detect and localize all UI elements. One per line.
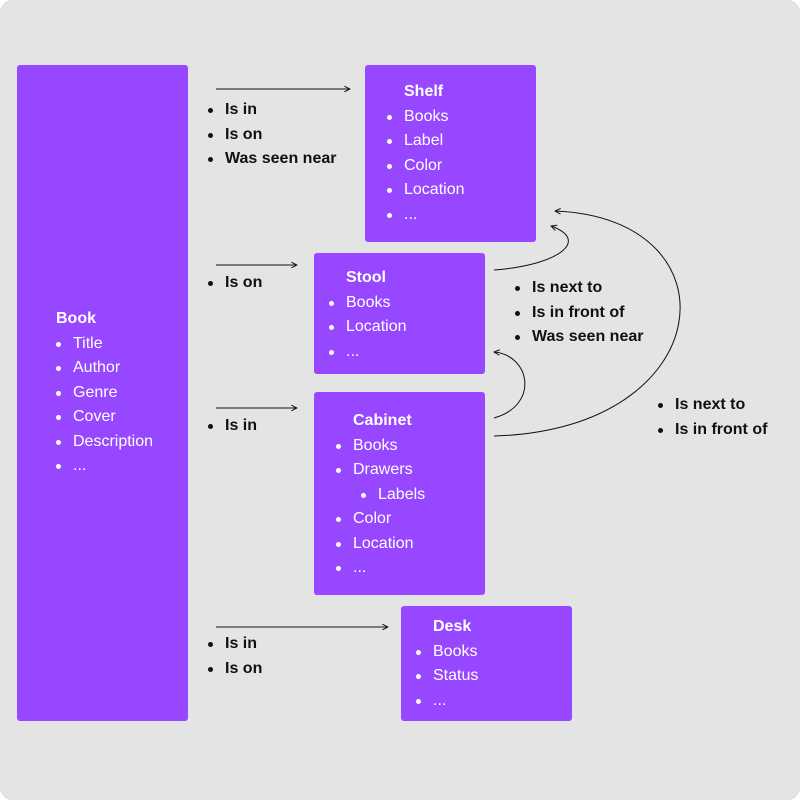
book-attribute: Author [56,356,153,381]
stool-neighbor-relations: Is next to Is in front of Was seen near [515,276,643,350]
cabinet-attribute: Color [336,507,425,532]
book-title: Book [56,310,96,327]
book-entity[interactable]: Book Title Author Genre Cover Descriptio… [17,65,188,721]
stool-title: Stool [346,269,386,286]
book-attribute-list: Title Author Genre Cover Description ... [56,332,153,479]
book-attribute: Cover [56,405,153,430]
relation-label: Is on [208,657,262,682]
shelf-title: Shelf [404,83,444,100]
book-attribute: Description [56,430,153,455]
relation-label: Is in [208,632,262,657]
shelf-entity[interactable]: Shelf Books Label Color Location ... [365,65,536,242]
shelf-attribute: Label [387,129,465,154]
book-desk-relations: Is in Is on [208,632,262,681]
cabinet-sub-attribute: Labels [361,483,425,508]
relation-label: Is on [208,123,336,148]
cabinet-attribute: Books [336,434,425,459]
shelf-attribute: Location [387,178,465,203]
book-attribute: Genre [56,381,153,406]
desk-title: Desk [433,618,472,635]
relation-label: Is next to [515,276,643,301]
cabinet-attribute: ... [336,556,425,581]
shelf-attribute-list: Books Label Color Location ... [387,105,465,228]
desk-entity[interactable]: Desk Books Status ... [401,606,572,721]
cabinet-title: Cabinet [353,412,412,429]
book-shelf-relations: Is in Is on Was seen near [208,98,336,172]
desk-attribute: Status [416,664,478,689]
shelf-attribute: ... [387,203,465,228]
stool-entity[interactable]: Stool Books Location ... [314,253,485,374]
relation-label: Is in [208,98,336,123]
cabinet-entity[interactable]: Cabinet Books Drawers Labels Color Locat… [314,392,485,595]
relation-label: Is in front of [515,301,643,326]
book-attribute: ... [56,454,153,479]
arrow-cabinet-to-stool [494,352,526,419]
relation-label: Is in front of [658,418,767,443]
cabinet-attribute-list: Books Drawers Labels Color Location ... [336,434,425,581]
relation-label: Was seen near [515,325,643,350]
relation-label: Was seen near [208,147,336,172]
cabinet-attribute: Location [336,532,425,557]
desk-attribute: ... [416,689,478,714]
relation-label: Is in [208,414,257,439]
relation-label: Is next to [658,393,767,418]
desk-attribute: Books [416,640,478,665]
stool-attribute: Books [329,291,407,316]
stool-attribute: Location [329,315,407,340]
desk-attribute-list: Books Status ... [416,640,478,714]
book-attribute: Title [56,332,153,357]
cabinet-attribute: Drawers [336,458,425,483]
relation-label: Is on [208,271,262,296]
stool-attribute-list: Books Location ... [329,291,407,365]
book-stool-relations: Is on [208,271,262,296]
cabinet-shelf-relations: Is next to Is in front of [658,393,767,442]
arrow-stool-to-shelf [493,226,569,271]
arrow-cabinet-to-shelf [493,211,681,437]
shelf-attribute: Color [387,154,465,179]
book-cabinet-relations: Is in [208,414,257,439]
shelf-attribute: Books [387,105,465,130]
stool-attribute: ... [329,340,407,365]
